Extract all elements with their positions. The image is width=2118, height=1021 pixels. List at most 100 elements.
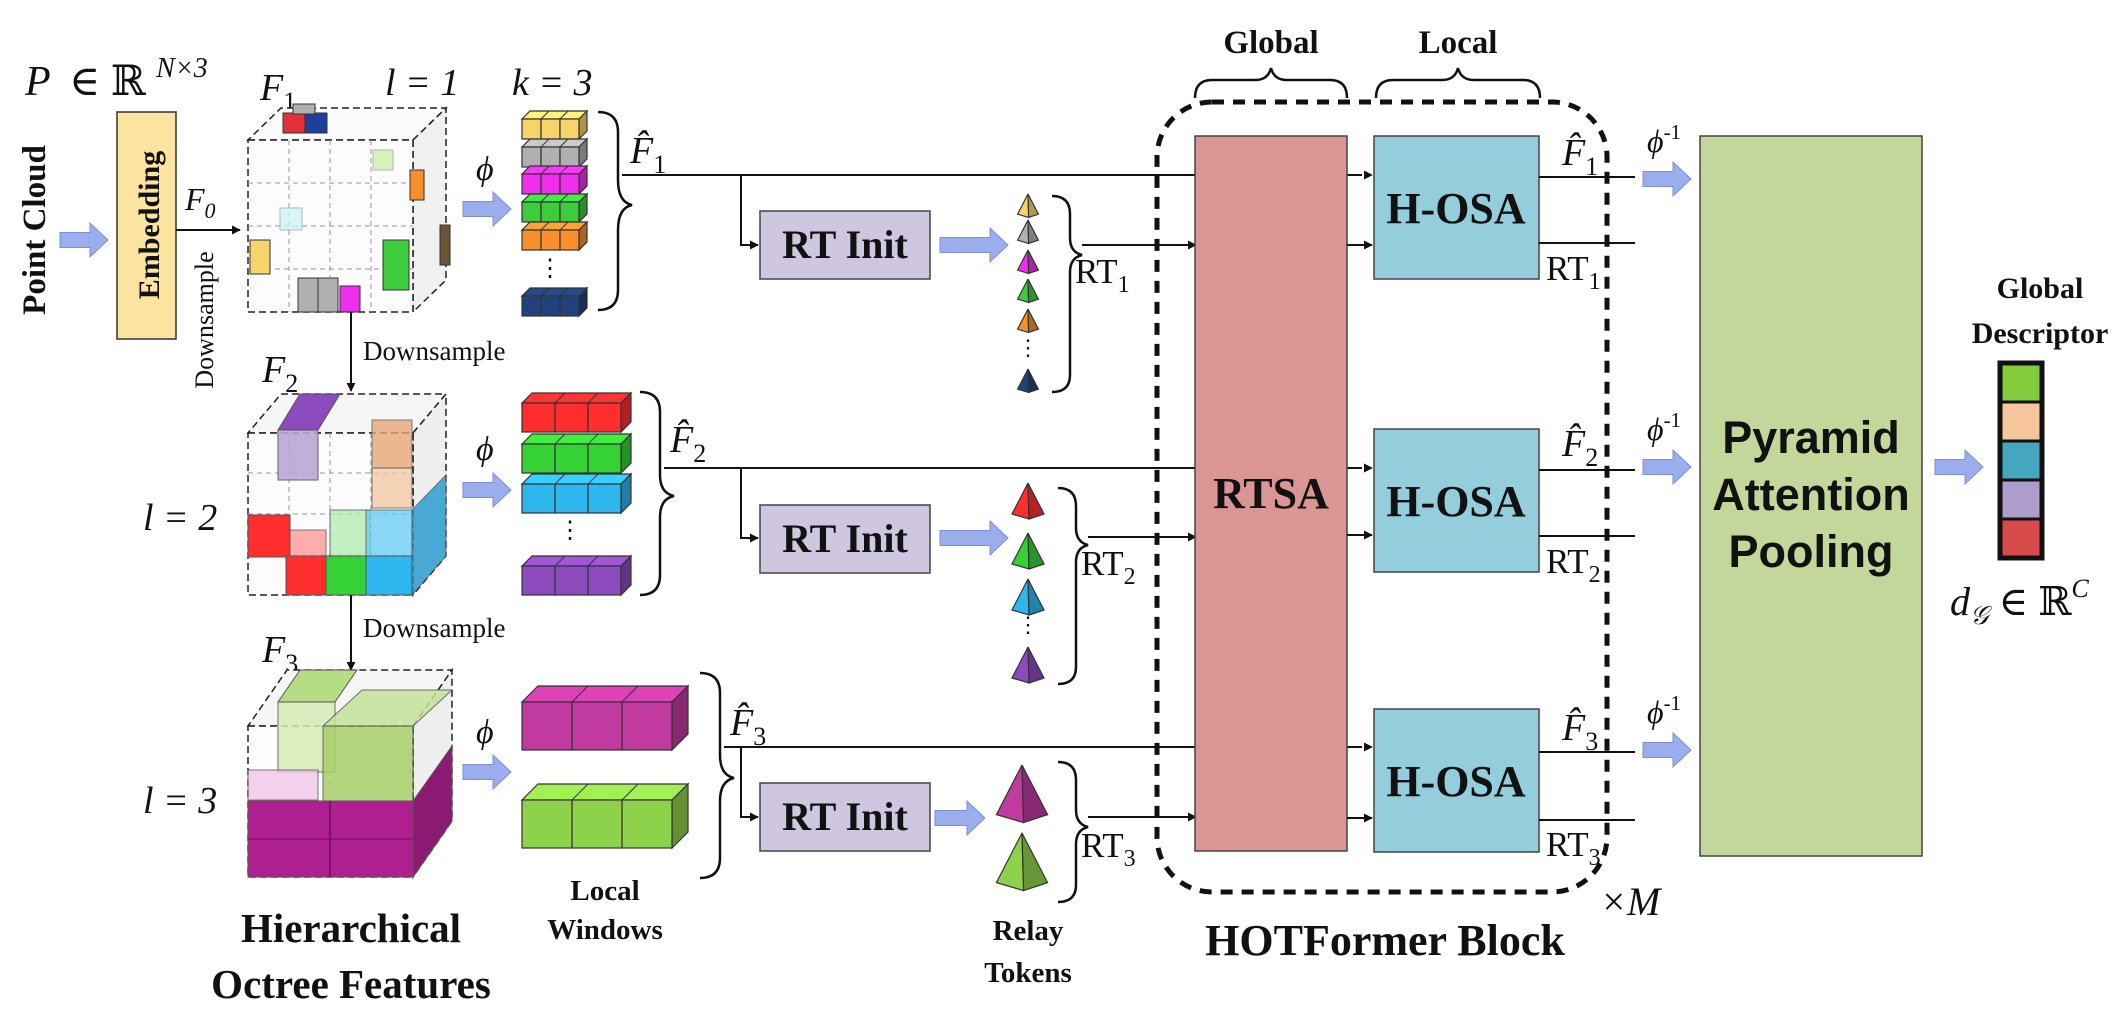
f0-label: F0 xyxy=(184,181,216,223)
rt-1-label: RT1 xyxy=(1075,252,1130,298)
downsample-label-1: Downsample xyxy=(363,336,505,366)
descriptor-cell-2 xyxy=(1998,400,2044,443)
relay-token-l1-5 xyxy=(1016,308,1040,334)
relay-token-l3-2 xyxy=(995,832,1049,892)
phi-inv-label-2: ϕ-1 xyxy=(1647,408,1681,447)
block-repeat-label: ×M xyxy=(1600,879,1663,924)
descriptor-cell-4 xyxy=(1998,478,2044,521)
phi-arrow-2 xyxy=(462,471,512,509)
window-bar-l3-1 xyxy=(520,684,690,752)
hosa-label-1: H-OSA xyxy=(1386,184,1526,233)
relay-token-l2-2 xyxy=(1011,532,1045,570)
hosa-label-2: H-OSA xyxy=(1386,477,1526,526)
pyramid-attention-pooling-box xyxy=(1699,135,1923,857)
descriptor-arrow xyxy=(1934,448,1984,486)
fhat-3-label: F̂3 xyxy=(729,702,766,751)
windows-brace-3 xyxy=(699,671,735,880)
local-header: Local xyxy=(1419,25,1498,61)
relay-token-l3-1 xyxy=(995,764,1049,824)
relay-token-l1-4 xyxy=(1016,278,1040,304)
phi-inv-arrow-3 xyxy=(1642,731,1692,769)
window-bar-l1-6 xyxy=(520,286,589,318)
tokens-brace-2 xyxy=(1057,486,1089,686)
descriptor-outline xyxy=(1997,360,2045,561)
l2-label: l = 2 xyxy=(143,497,217,539)
phi-inv-arrow-2 xyxy=(1642,448,1692,486)
hotformer-block-border xyxy=(1154,99,1610,895)
windows-ellipsis-1: ⋮ xyxy=(538,256,562,282)
phi-arrow-1 xyxy=(462,190,512,228)
octree-cube-level-1 xyxy=(246,103,451,314)
fhat-1-label: F̂1 xyxy=(629,130,666,179)
rt-arrow-2 xyxy=(939,519,1009,557)
hosa-1-rt-label: RT1 xyxy=(1546,249,1601,295)
rtsa-label: RTSA xyxy=(1213,469,1329,518)
downsample-vertical-label: Downsample xyxy=(190,251,219,388)
k-label: k = 3 xyxy=(512,62,593,104)
input-math: P ∈ ℝ N×3 xyxy=(24,53,208,105)
relay-token-l2-3 xyxy=(1011,578,1045,616)
octree-cube-level-3 xyxy=(246,667,454,880)
relay-token-l1-6 xyxy=(1016,368,1040,394)
l1-label: l = 1 xyxy=(385,62,459,104)
window-bar-l1-3 xyxy=(520,164,589,196)
descriptor-cell-1 xyxy=(1998,361,2044,404)
window-bar-l2-2 xyxy=(520,432,633,475)
pooling-label-line1: Pyramid xyxy=(1722,412,1900,463)
relay-token-l1-3 xyxy=(1016,249,1040,275)
hosa-label-3: H-OSA xyxy=(1386,757,1526,806)
phi-inv-label-1: ϕ-1 xyxy=(1647,120,1681,159)
phi-label-3: ϕ xyxy=(476,714,494,751)
windows-brace-2 xyxy=(639,390,675,597)
rt-init-box-1 xyxy=(759,210,931,280)
relay-token-l2-1 xyxy=(1011,482,1045,520)
hosa-box-1 xyxy=(1373,135,1540,280)
window-bar-l1-2 xyxy=(520,137,589,169)
window-bar-l1-4 xyxy=(520,192,589,224)
relay-token-l1-2 xyxy=(1016,219,1040,245)
tokens-brace-3 xyxy=(1057,760,1089,904)
l3-label: l = 3 xyxy=(143,780,217,822)
windows-brace-1 xyxy=(597,110,633,312)
relay-tokens-level-3 xyxy=(995,764,1049,892)
hosa-box-2 xyxy=(1373,428,1540,573)
rt-arrow-3 xyxy=(934,799,986,837)
hierarchical-caption-line2: Octree Features xyxy=(211,961,491,1007)
local-windows-level-3 xyxy=(520,684,690,850)
hosa-box-3 xyxy=(1373,708,1540,853)
tokens-brace-1 xyxy=(1051,194,1083,394)
local-windows-caption-line1: Local xyxy=(570,875,639,907)
relay-tokens-caption-line2: Tokens xyxy=(984,957,1072,989)
relay-tokens-level-2 xyxy=(1011,482,1045,684)
pooling-label-line2: Attention xyxy=(1712,469,1909,520)
window-bar-l2-4 xyxy=(520,554,633,597)
relay-tokens-caption-line1: Relay xyxy=(993,915,1064,947)
hosa-3-fhat-label: F̂3 xyxy=(1561,707,1598,756)
downsample-label-2: Downsample xyxy=(363,613,505,643)
relay-token-l1-1 xyxy=(1016,193,1040,219)
rt-init-box-2 xyxy=(759,504,931,574)
hosa-2-rt-label: RT2 xyxy=(1546,542,1601,588)
window-bar-l1-1 xyxy=(520,109,589,141)
rt-init-box-3 xyxy=(759,782,931,852)
rt-init-label-3: RT Init xyxy=(782,794,908,839)
tokens-ellipsis-2: ⋮ xyxy=(1017,612,1039,637)
phi-arrow-3 xyxy=(462,753,512,791)
local-windows-level-1 xyxy=(520,109,589,318)
descriptor-math: d𝒢∈ ℝC xyxy=(1950,574,2089,630)
embedding-label: Embedding xyxy=(133,151,166,299)
hosa-1-fhat-label: F̂1 xyxy=(1561,132,1598,181)
local-header-brace xyxy=(1374,67,1542,99)
rt-3-label: RT3 xyxy=(1081,826,1136,872)
global-descriptor-title-line1: Global xyxy=(1997,272,2084,305)
point-cloud-label: Point Cloud xyxy=(17,145,53,315)
rt-init-branch-3 xyxy=(740,747,759,822)
global-header-brace xyxy=(1193,67,1349,99)
descriptor-cell-5 xyxy=(1998,517,2044,560)
rt-init-label-1: RT Init xyxy=(782,222,908,267)
rt-init-branch-1 xyxy=(740,175,759,250)
rt-init-label-2: RT Init xyxy=(782,516,908,561)
phi-inv-arrow-1 xyxy=(1642,160,1692,198)
relay-tokens-level-1 xyxy=(1016,193,1040,394)
